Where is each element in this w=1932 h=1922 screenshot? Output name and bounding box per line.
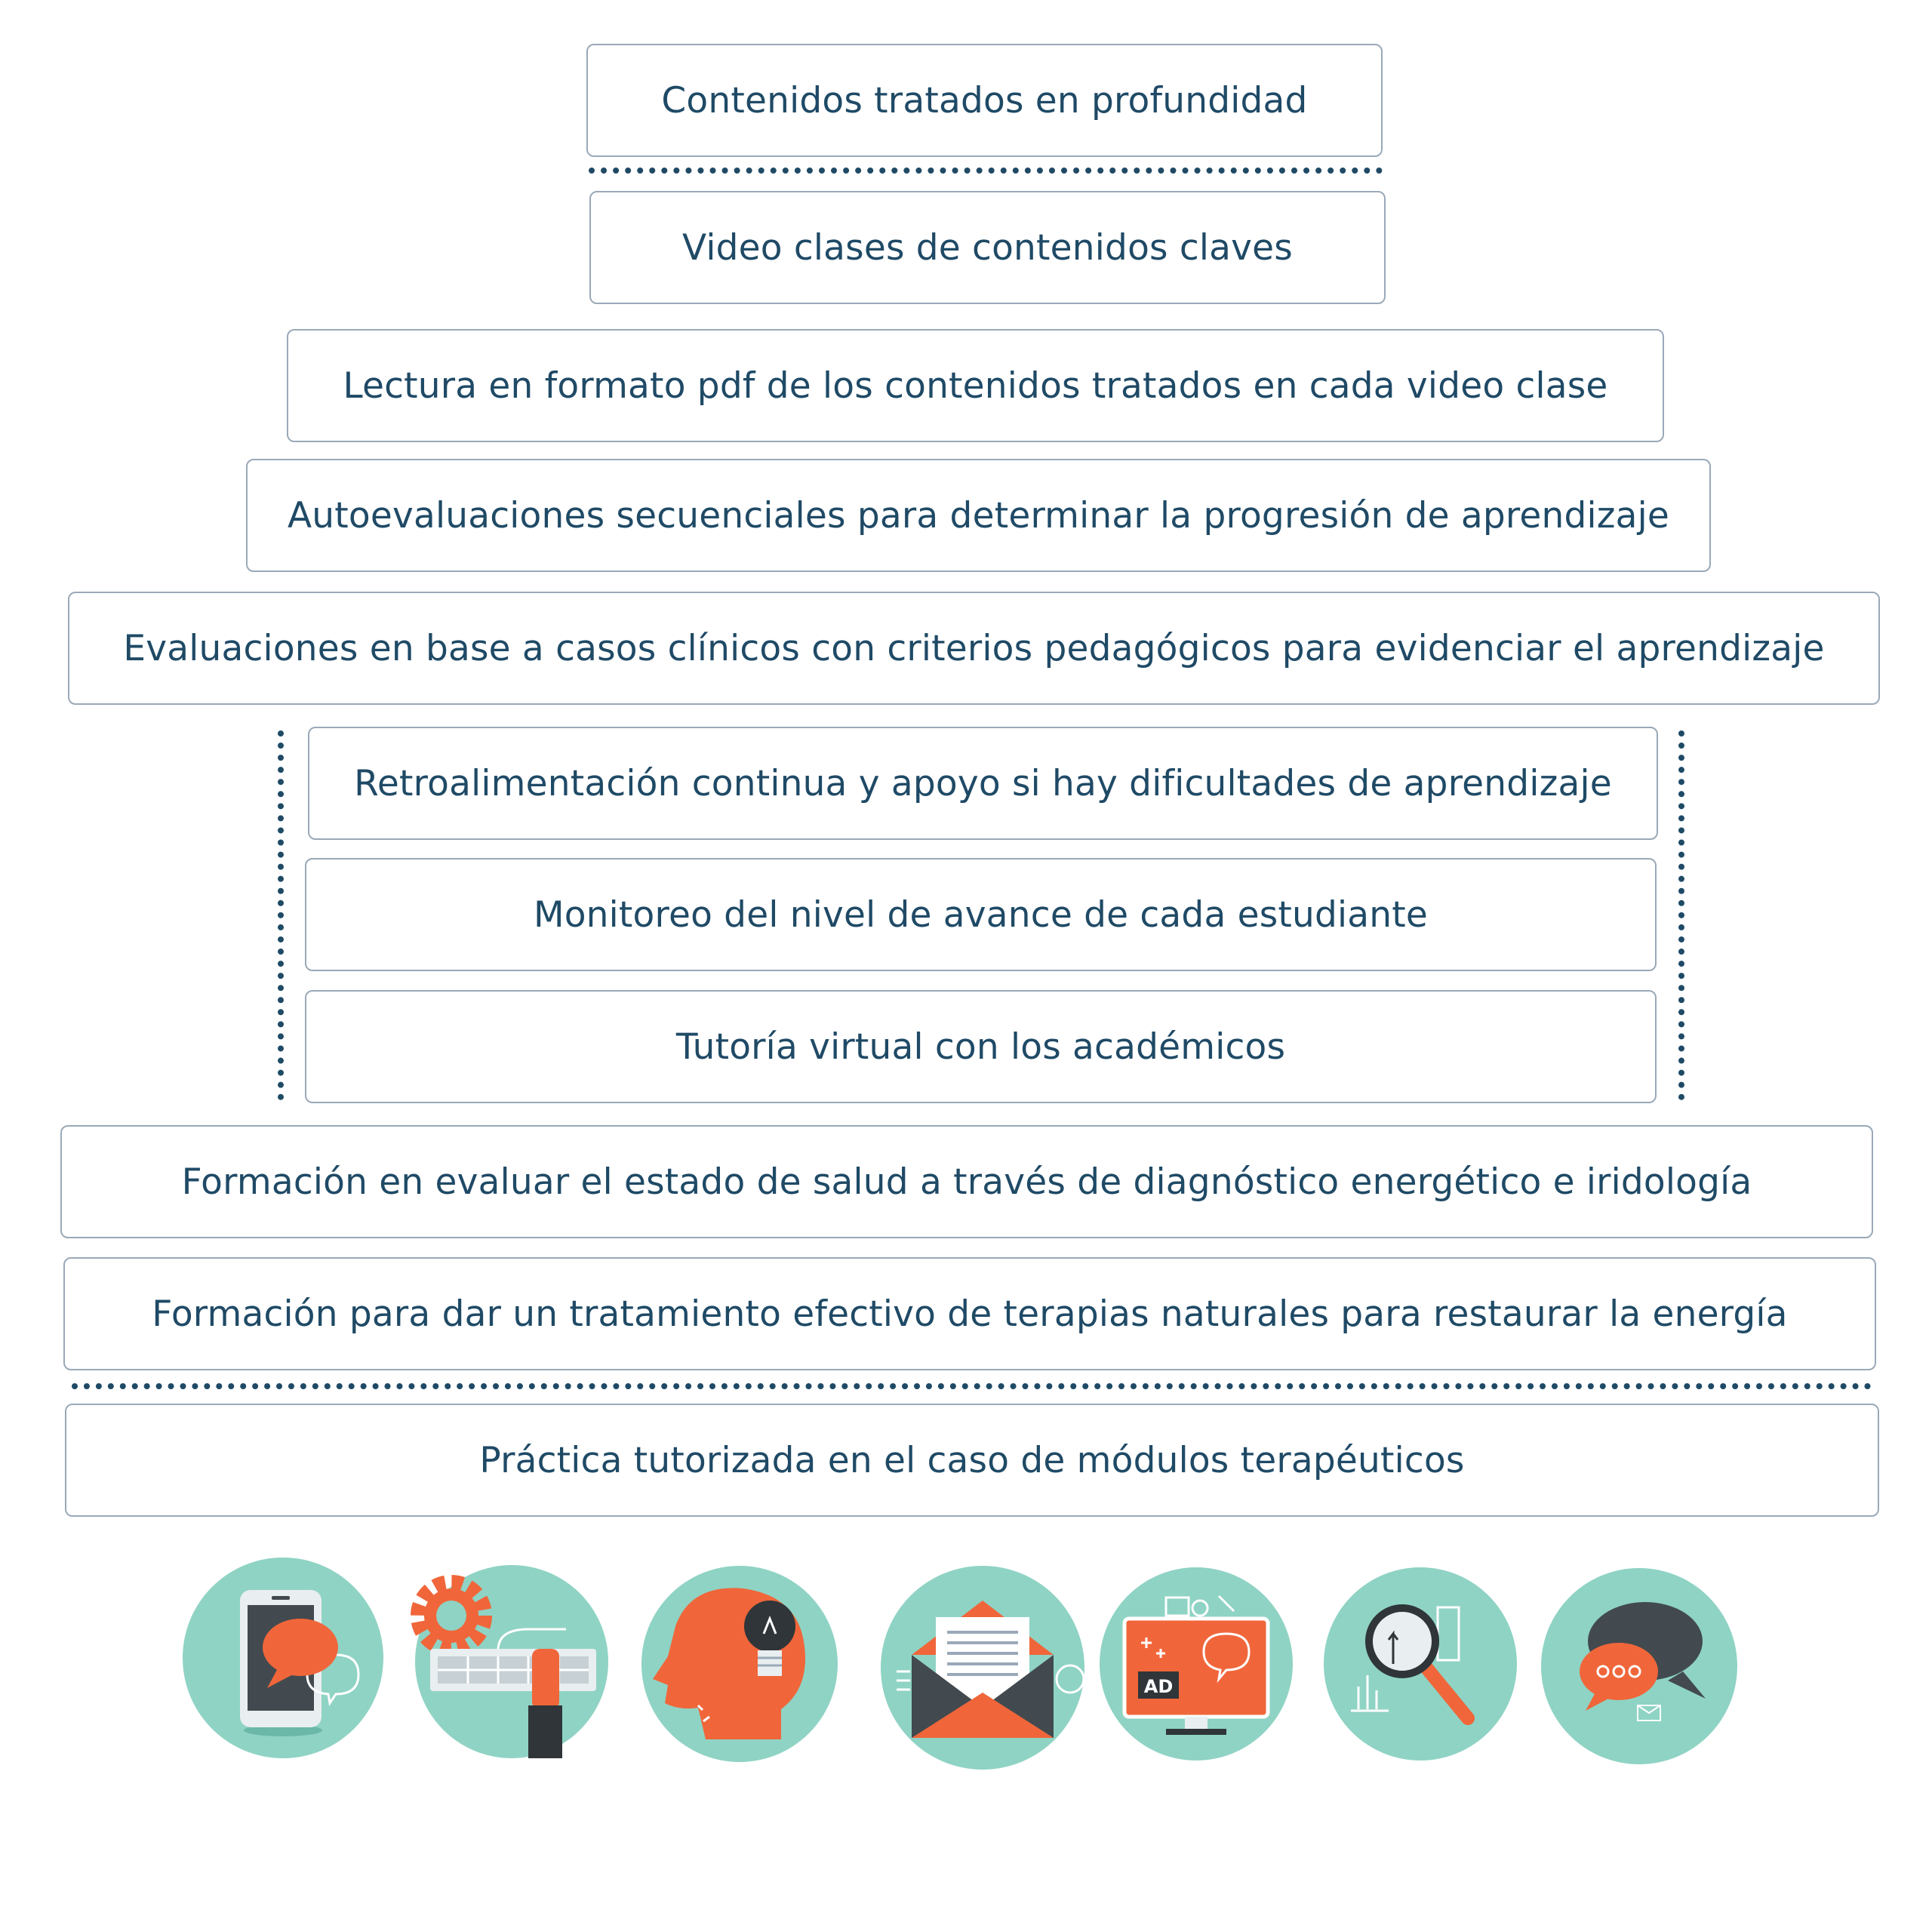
icon-row: AD	[183, 1558, 1737, 1770]
box-video-clases: Video clases de contenidos claves	[589, 191, 1386, 304]
ad-badge-text: AD	[1144, 1676, 1174, 1697]
box-label: Formación en evaluar el estado de salud …	[181, 1161, 1752, 1203]
envelope-icon	[881, 1566, 1085, 1770]
box-autoevaluaciones: Autoevaluaciones secuenciales para deter…	[246, 459, 1711, 572]
smartphone-chat-icon	[183, 1558, 383, 1758]
box-label: Práctica tutorizada en el caso de módulo…	[479, 1439, 1465, 1481]
box-label: Monitoreo del nivel de avance de cada es…	[533, 893, 1429, 936]
box-contenidos: Contenidos tratados en profundidad	[586, 44, 1383, 157]
gear-keyboard-icon	[411, 1565, 608, 1758]
box-label: Retroalimentación continua y apoyo si ha…	[354, 762, 1612, 804]
dotted-separator-bottom	[72, 1383, 1872, 1389]
box-label: Evaluaciones en base a casos clínicos co…	[123, 627, 1825, 669]
monitor-ad-icon: AD	[1100, 1567, 1293, 1761]
dotted-bracket-right	[1678, 730, 1684, 1100]
box-formacion-evaluar: Formación en evaluar el estado de salud …	[60, 1125, 1873, 1238]
box-tutoria: Tutoría virtual con los académicos	[305, 990, 1657, 1103]
dotted-separator-top	[589, 168, 1383, 174]
box-formacion-tratamiento: Formación para dar un tratamiento efecti…	[63, 1257, 1876, 1370]
box-label: Autoevaluaciones secuenciales para deter…	[287, 494, 1670, 537]
head-lightbulb-icon	[641, 1566, 838, 1762]
box-label: Tutoría virtual con los académicos	[675, 1026, 1286, 1068]
box-label: Formación para dar un tratamiento efecti…	[152, 1293, 1788, 1335]
box-monitoreo: Monitoreo del nivel de avance de cada es…	[305, 858, 1657, 971]
box-practica: Práctica tutorizada en el caso de módulo…	[65, 1404, 1879, 1517]
box-retroalimentacion: Retroalimentación continua y apoyo si ha…	[308, 727, 1658, 840]
box-label: Video clases de contenidos claves	[682, 226, 1293, 269]
box-evaluaciones: Evaluaciones en base a casos clínicos co…	[68, 592, 1880, 705]
box-label: Lectura en formato pdf de los contenidos…	[343, 364, 1608, 407]
box-label: Contenidos tratados en profundidad	[661, 79, 1308, 121]
speech-bubbles-icon	[1541, 1568, 1737, 1764]
dotted-bracket-left	[278, 730, 284, 1100]
magnifier-chart-icon	[1324, 1567, 1517, 1761]
box-lectura-pdf: Lectura en formato pdf de los contenidos…	[287, 329, 1664, 442]
